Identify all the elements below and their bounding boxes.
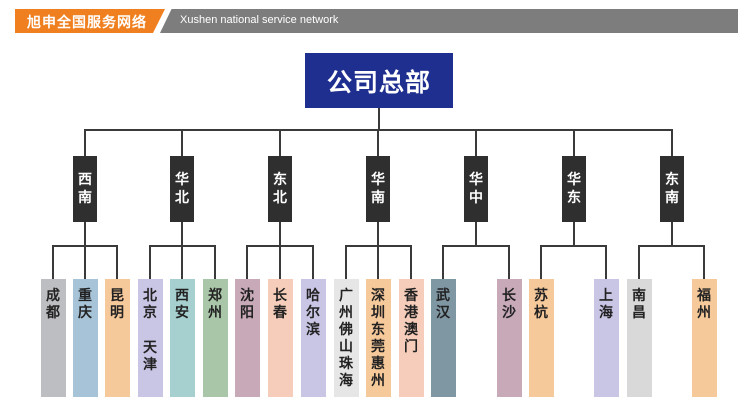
region-stem-line xyxy=(377,222,379,246)
region-stem-line xyxy=(279,222,281,246)
city-box: 广州佛山珠海 xyxy=(333,279,359,397)
city-drop-line xyxy=(279,245,281,279)
city-box: 武汉 xyxy=(430,279,456,397)
region-drop-line xyxy=(84,129,86,156)
city-drop-line xyxy=(442,245,444,279)
headquarters-box: 公司总部 xyxy=(305,53,453,108)
city-box: 深圳东莞惠州 xyxy=(365,279,391,397)
city-drop-line xyxy=(638,245,640,279)
city-drop-line xyxy=(181,245,183,279)
city-drop-line xyxy=(703,245,705,279)
region-stem-line xyxy=(573,222,575,246)
city-bus-line xyxy=(442,245,510,247)
city-box: 成都 xyxy=(40,279,66,397)
region-drop-line xyxy=(181,129,183,156)
city-drop-line xyxy=(52,245,54,279)
city-drop-line xyxy=(345,245,347,279)
city-drop-line xyxy=(410,245,412,279)
region-box: 西南 xyxy=(73,156,97,222)
region-box: 华南 xyxy=(366,156,390,222)
city-drop-line xyxy=(540,245,542,279)
city-bus-line xyxy=(638,245,705,247)
city-drop-line xyxy=(377,245,379,279)
city-box: 长春 xyxy=(267,279,293,397)
city-box: 长沙 xyxy=(496,279,522,397)
city-drop-line xyxy=(149,245,151,279)
region-box: 华东 xyxy=(562,156,586,222)
city-drop-line xyxy=(84,245,86,279)
city-box: 西安 xyxy=(169,279,195,397)
header-title-banner: 旭申全国服务网络 xyxy=(15,9,165,33)
region-stem-line xyxy=(181,222,183,246)
region-box: 东南 xyxy=(660,156,684,222)
region-box: 华北 xyxy=(170,156,194,222)
city-box: 哈尔滨 xyxy=(300,279,326,397)
region-stem-line xyxy=(84,222,86,246)
city-bus-line xyxy=(540,245,607,247)
header-subtitle: Xushen national service network xyxy=(180,14,339,26)
city-drop-line xyxy=(116,245,118,279)
city-box: 上海 xyxy=(593,279,619,397)
city-box: 重庆 xyxy=(72,279,98,397)
region-drop-line xyxy=(573,129,575,156)
city-drop-line xyxy=(312,245,314,279)
header-title: 旭申全国服务网络 xyxy=(27,15,147,31)
city-box: 香港澳门 xyxy=(398,279,424,397)
region-drop-line xyxy=(279,129,281,156)
region-stem-line xyxy=(671,222,673,246)
city-drop-line xyxy=(246,245,248,279)
city-box: 昆明 xyxy=(104,279,130,397)
region-box: 华中 xyxy=(464,156,488,222)
region-box: 东北 xyxy=(268,156,292,222)
city-drop-line xyxy=(605,245,607,279)
region-drop-line xyxy=(475,129,477,156)
region-drop-line xyxy=(671,129,673,156)
city-box: 郑州 xyxy=(202,279,228,397)
city-box: 北京天津 xyxy=(137,279,163,397)
city-drop-line xyxy=(214,245,216,279)
header-subtitle-banner: Xushen national service network xyxy=(160,9,738,33)
region-stem-line xyxy=(475,222,477,246)
city-box: 福州 xyxy=(691,279,717,397)
city-box: 苏杭 xyxy=(528,279,554,397)
region-drop-line xyxy=(377,129,379,156)
hq-down-line xyxy=(378,108,380,130)
city-box: 南昌 xyxy=(626,279,652,397)
city-box: 沈阳 xyxy=(234,279,260,397)
city-drop-line xyxy=(508,245,510,279)
